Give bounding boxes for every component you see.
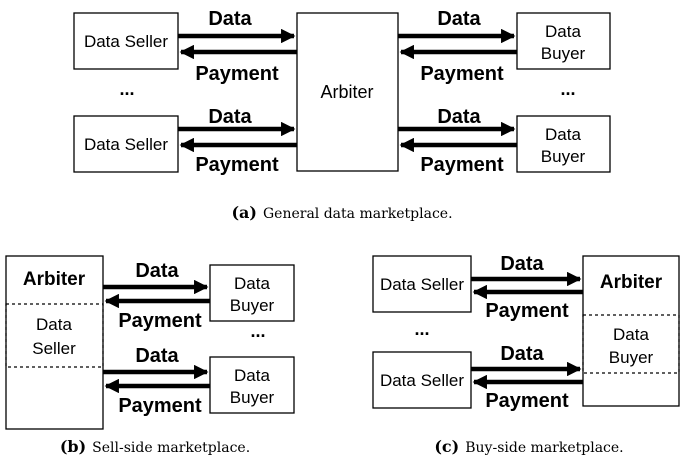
panel-a: Data Seller ... Data Seller Arbiter Data… bbox=[73, 8, 611, 222]
data-flow-label: Data bbox=[437, 8, 481, 30]
ellipsis: ... bbox=[560, 79, 575, 99]
data-buyer-label-line1: Data bbox=[545, 125, 581, 144]
data-buyer-label-line2: Buyer bbox=[541, 147, 586, 166]
payment-flow-label: Payment bbox=[195, 63, 279, 85]
data-seller-label-line1: Data bbox=[36, 315, 72, 334]
data-buyer-label-line1: Data bbox=[545, 22, 581, 41]
data-buyer-label-line2: Buyer bbox=[230, 388, 275, 407]
data-seller-label: Data Seller bbox=[380, 371, 464, 390]
payment-flow-label: Payment bbox=[420, 63, 504, 85]
payment-flow-label: Payment bbox=[485, 390, 569, 412]
payment-flow-label: Payment bbox=[118, 395, 202, 417]
data-seller-label: Data Seller bbox=[84, 32, 168, 51]
data-flow-label: Data bbox=[437, 106, 481, 128]
data-seller-label-line2: Seller bbox=[32, 339, 76, 358]
data-seller-box-top bbox=[372, 255, 472, 313]
data-flow-label: Data bbox=[208, 8, 252, 30]
data-buyer-box-top bbox=[209, 264, 295, 322]
data-seller-label: Data Seller bbox=[380, 275, 464, 294]
payment-flow-label: Payment bbox=[118, 310, 202, 332]
data-flow-label: Data bbox=[500, 343, 544, 365]
data-seller-label: Data Seller bbox=[84, 135, 168, 154]
data-buyer-label-line1: Data bbox=[613, 325, 649, 344]
caption-text: Sell-side marketplace. bbox=[92, 440, 250, 456]
caption-c: (c) Buy-side marketplace. bbox=[434, 437, 623, 456]
arbiter-box bbox=[5, 255, 104, 430]
ellipsis: ... bbox=[119, 79, 134, 99]
data-flow-label: Data bbox=[135, 345, 179, 367]
data-seller-inner-box bbox=[5, 303, 104, 368]
payment-flow-label: Payment bbox=[485, 300, 569, 322]
data-flow-label: Data bbox=[500, 253, 544, 275]
data-buyer-box-top bbox=[516, 12, 611, 70]
ellipsis: ... bbox=[414, 319, 429, 339]
arbiter-box bbox=[296, 12, 399, 172]
data-seller-box-bottom bbox=[372, 351, 472, 409]
data-buyer-box-bottom bbox=[209, 356, 295, 414]
caption-letter: (b) bbox=[60, 437, 86, 456]
caption-text: Buy-side marketplace. bbox=[465, 440, 623, 456]
arbiter-label: Arbiter bbox=[320, 82, 373, 102]
data-buyer-label-line2: Buyer bbox=[230, 296, 275, 315]
data-seller-box-top bbox=[73, 12, 179, 70]
caption-a: (a) General data marketplace. bbox=[231, 203, 452, 222]
data-buyer-label-line2: Buyer bbox=[609, 348, 654, 367]
arbiter-label: Arbiter bbox=[600, 272, 663, 293]
arbiter-box bbox=[582, 255, 680, 407]
ellipsis: ... bbox=[250, 321, 265, 341]
caption-b: (b) Sell-side marketplace. bbox=[60, 437, 250, 456]
data-buyer-label-line1: Data bbox=[234, 274, 270, 293]
panel-b: Arbiter Data Seller Data Buyer ... Data … bbox=[5, 255, 295, 456]
caption-letter: (a) bbox=[231, 203, 257, 222]
data-flow-label: Data bbox=[208, 106, 252, 128]
panel-c: Data Seller ... Data Seller Arbiter Data… bbox=[372, 253, 680, 456]
arbiter-label: Arbiter bbox=[23, 269, 86, 290]
payment-flow-label: Payment bbox=[195, 154, 279, 176]
data-buyer-label-line1: Data bbox=[234, 366, 270, 385]
caption-text: General data marketplace. bbox=[263, 206, 453, 222]
payment-flow-label: Payment bbox=[420, 154, 504, 176]
data-flow-label: Data bbox=[135, 260, 179, 282]
caption-letter: (c) bbox=[434, 437, 459, 456]
data-buyer-inner-box bbox=[582, 314, 680, 374]
data-seller-box-bottom bbox=[73, 115, 179, 173]
data-buyer-label-line2: Buyer bbox=[541, 44, 586, 63]
data-buyer-box-bottom bbox=[516, 115, 611, 173]
